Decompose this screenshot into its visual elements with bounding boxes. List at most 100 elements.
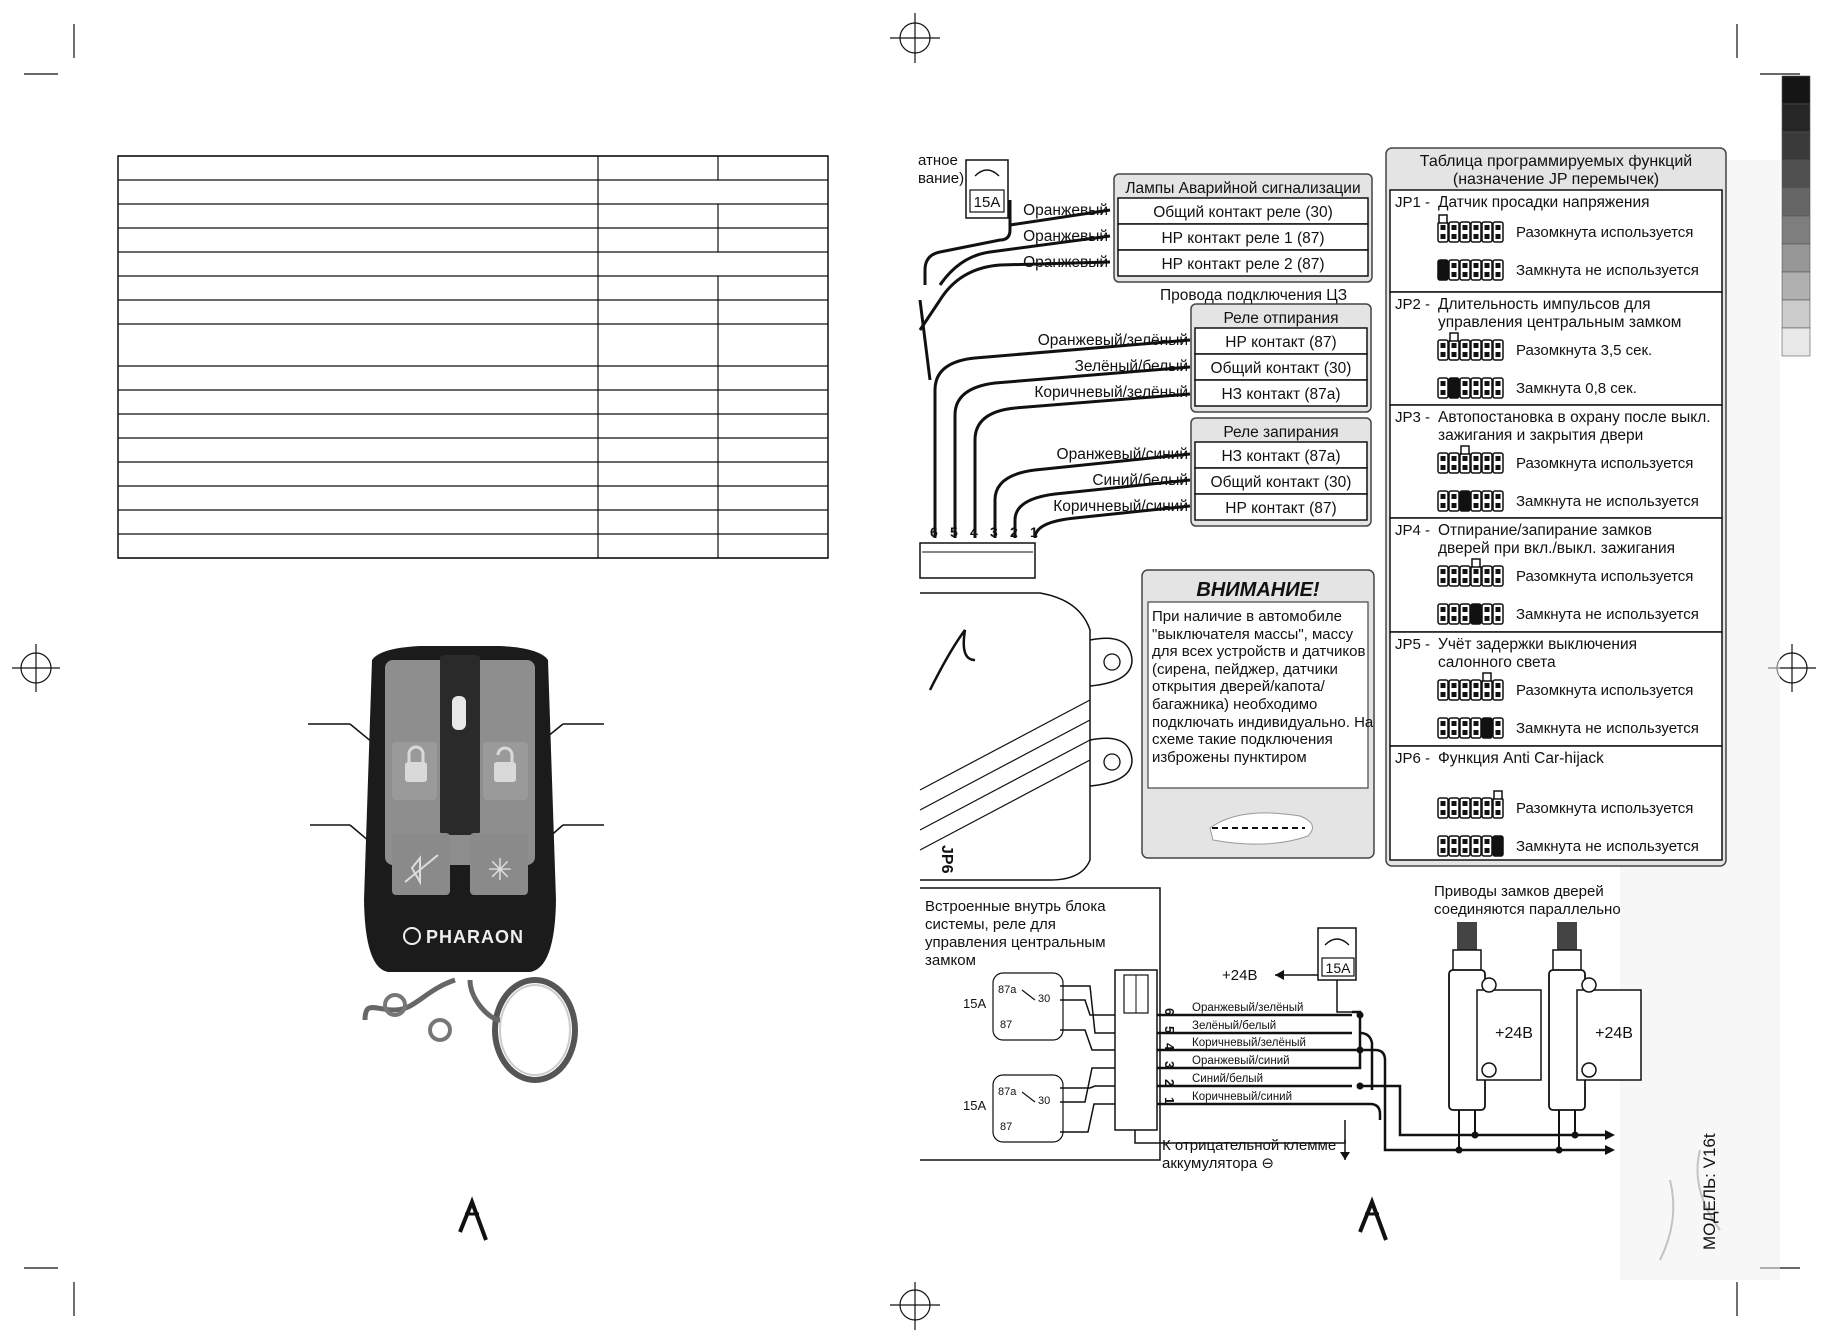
lock-icon [405, 745, 427, 782]
jumper-open-icon [1437, 445, 1504, 474]
model-label: МОДЕЛЬ: V16t [1700, 1133, 1719, 1250]
block-row: НЗ контакт (87а) [1221, 386, 1340, 403]
bottom-wiring: Встроенные внутрь блока системы, реле дл… [920, 883, 1621, 1172]
svg-text:Приводы замков дверей: Приводы замков дверей [1434, 883, 1604, 900]
warning-text: При наличие в автомобиле "выключателя ма… [1152, 608, 1374, 766]
wire-color-label: Коричневый/зелёный [1034, 384, 1188, 401]
bottom-wire-label: Оранжевый/синий [1192, 1055, 1290, 1067]
pin-label: 6 [930, 524, 938, 540]
jp-code: JP6 - [1395, 750, 1430, 767]
svg-text:соединяются параллельно: соединяются параллельно [1434, 901, 1621, 918]
jumper-closed-icon [1437, 490, 1504, 512]
gray-swatch [1781, 271, 1811, 301]
wire-color-label: Коричневый/синий [1053, 498, 1188, 515]
jumper-state-label: Разомкнута 3,5 сек. [1516, 342, 1652, 359]
gray-swatch [1781, 131, 1811, 161]
mute-icon [404, 854, 439, 886]
bottom-pin-label: 2 [1162, 1079, 1177, 1086]
unlock-icon [494, 746, 516, 782]
relays-caption-2: системы, реле для [925, 916, 1056, 933]
gray-swatch [1781, 159, 1811, 189]
jumper-state-label: Разомкнута используется [1516, 682, 1693, 699]
jp-code: JP4 - [1395, 522, 1430, 539]
svg-text:15А: 15А [963, 996, 986, 1011]
wire-color-label: Оранжевый [1023, 254, 1108, 271]
bottom-pin-label: 4 [1162, 1043, 1177, 1051]
svg-text:87а: 87а [998, 984, 1017, 996]
jumper-state-label: Замкнута не используется [1516, 262, 1699, 279]
jp-code: JP2 - [1395, 296, 1430, 313]
fuse-top-caption-1: атное [918, 152, 958, 169]
pin-label: 2 [1010, 524, 1018, 540]
central-lock-caption: Провода подключения ЦЗ [1160, 287, 1347, 304]
wire-color-label: Оранжевый [1023, 228, 1108, 245]
jp-desc-2: управления центральным замком [1438, 314, 1681, 331]
bottom-wire-label: Зелёный/белый [1192, 1020, 1276, 1032]
block-row: НР контакт реле 1 (87) [1161, 230, 1324, 247]
bottom-pin-label: 6 [1162, 1008, 1177, 1015]
relay-2 [992, 1074, 1064, 1143]
ground-caption-2: аккумулятора ⊖ [1162, 1155, 1274, 1172]
brand-mark-right-icon [1358, 1196, 1388, 1241]
jp-desc-1: Длительность импульсов для [1438, 296, 1651, 313]
bottom-wire-labels: Оранжевый/зелёный6Зелёный/белый5Коричнев… [1157, 1002, 1615, 1155]
actuator: +24В [1548, 922, 1642, 1154]
jp-desc-1: Функция Anti Car-hijack [1438, 750, 1604, 767]
jumper-open-icon [1437, 558, 1504, 587]
jumper-state-label: Разомкнута используется [1516, 800, 1693, 817]
block-row: Общий контакт (30) [1211, 474, 1352, 491]
jumper-state-label: Замкнута не используется [1516, 720, 1699, 737]
jumper-state-label: Замкнута не используется [1516, 838, 1699, 855]
svg-text:87: 87 [1000, 1019, 1012, 1031]
jp-item: JP2 - Длительность импульсов дляуправлени… [1389, 291, 1723, 406]
plus24-label: +24В [1222, 967, 1257, 984]
block-row: НР контакт (87) [1225, 334, 1336, 351]
blank-table [117, 155, 829, 559]
jp-desc-1: Учёт задержки выключения [1438, 636, 1637, 653]
jumper-closed-icon [1437, 603, 1504, 625]
registration-mark-bottom [890, 1282, 940, 1330]
gray-swatch [1781, 299, 1811, 329]
actuator-voltage: +24В [1595, 1025, 1633, 1042]
wire-color-label: Оранжевый/зелёный [1038, 332, 1188, 349]
jp-desc-1: Датчик просадки напряжения [1438, 194, 1650, 211]
jp-desc-2: дверей при вкл./выкл. зажигания [1438, 540, 1675, 557]
gray-swatch [1781, 103, 1811, 133]
block-title: Лампы Аварийной сигнализации [1125, 180, 1360, 197]
jp6-side-label: JP6 [938, 845, 955, 874]
jumper-state-label: Замкнута не используется [1516, 606, 1699, 623]
ground-caption-1: К отрицательной клемме [1162, 1137, 1336, 1154]
jumper-state-label: Разомкнута используется [1516, 455, 1693, 472]
jumper-state-label: Разомкнута используется [1516, 568, 1693, 585]
jumper-state-label: Разомкнута используется [1516, 224, 1693, 241]
warning-title: ВНИМАНИЕ! [1196, 579, 1320, 601]
jumper-open-icon [1437, 790, 1504, 819]
registration-mark-left [12, 644, 60, 692]
jumper-open-icon [1437, 672, 1504, 701]
bottom-wire-label: Оранжевый/зелёный [1192, 1002, 1303, 1014]
jp-item: JP3 -Автопостановка в охрану после выкл.… [1389, 404, 1723, 519]
jp-code: JP5 - [1395, 636, 1430, 653]
gray-swatch [1781, 75, 1811, 105]
block-row: Общий контакт реле (30) [1153, 204, 1333, 221]
brand-mark-left-icon [458, 1196, 488, 1241]
pin-label: 3 [990, 524, 998, 540]
jumper-state-label: Замкнута не используется [1516, 493, 1699, 510]
fuse-top: атное вание) 15A [918, 152, 1009, 219]
bottom-wire-label: Синий/белый [1192, 1073, 1263, 1085]
jp-desc-1: Автопостановка в охрану после выкл. [1438, 409, 1711, 426]
svg-text:30: 30 [1038, 1095, 1050, 1107]
actuator: +24В [1448, 922, 1542, 1154]
jp-title-1: Таблица программируемых функций [1420, 153, 1692, 170]
jumper-closed-icon [1437, 259, 1504, 281]
jp-desc-2: зажигания и закрытия двери [1438, 427, 1643, 444]
jumper-closed-icon [1437, 717, 1504, 739]
svg-text:87а: 87а [998, 1086, 1017, 1098]
gray-swatch [1781, 187, 1811, 217]
jumper-open-icon [1437, 214, 1504, 243]
bottom-wire-label: Коричневый/зелёный [1192, 1037, 1306, 1049]
